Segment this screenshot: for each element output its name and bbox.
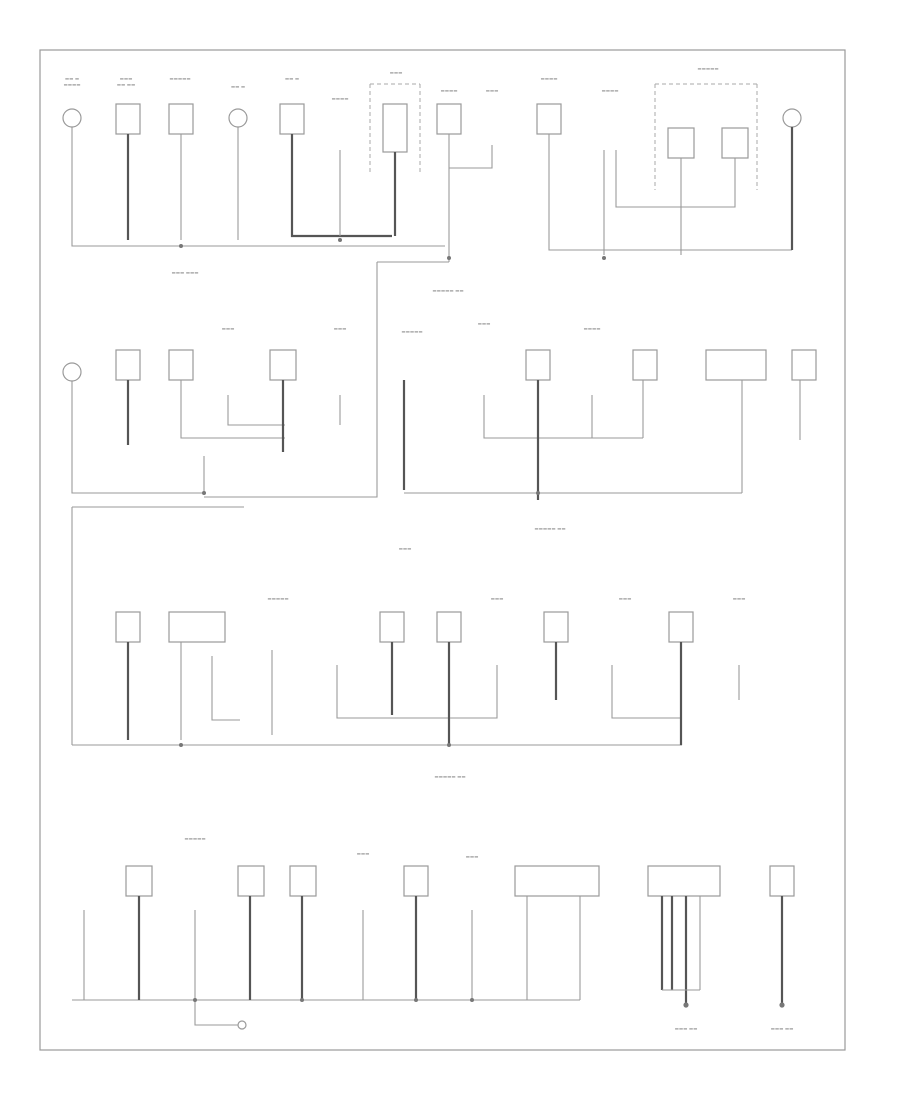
lamp-symbol [62,108,82,128]
row-1-wires: ▬▬▬ ▬▬▬ ▬▬▬▬▬ ▬▬ [71,127,794,294]
svg-text:▬▬▬: ▬▬▬ [390,71,403,76]
svg-text:▬▬▬▬: ▬▬▬▬ [440,89,457,94]
ground-junction [602,256,606,260]
svg-text:▬▬ ▬▬: ▬▬ ▬▬ [117,83,135,88]
svg-text:▬▬▬▬▬: ▬▬▬▬▬ [184,837,205,842]
svg-text:▬▬ ▬: ▬▬ ▬ [65,77,79,82]
row-3-components: ▬▬▬▬▬ ▬▬▬ ▬▬▬ ▬▬▬ [71,506,746,745]
component-box [436,103,462,135]
ground-junction [447,256,451,260]
svg-text:▬▬ ▬: ▬▬ ▬ [231,85,245,90]
component-box [543,611,569,643]
component-box [115,349,141,381]
component-box [379,611,405,643]
component-box [269,349,297,381]
component-box [668,611,694,643]
component-box [514,865,600,897]
diagram-frame [39,49,846,1051]
component-box [525,349,551,381]
svg-text:▬▬ ▬: ▬▬ ▬ [285,77,299,82]
component-box [382,103,408,153]
svg-text:▬▬▬: ▬▬▬ [466,855,479,860]
svg-text:▬▬▬▬: ▬▬▬▬ [583,327,600,332]
svg-text:▬▬▬▬▬: ▬▬▬▬▬ [401,330,422,335]
svg-text:▬▬▬▬▬ ▬▬: ▬▬▬▬▬ ▬▬ [534,527,565,532]
component-box [168,611,226,643]
component-box [436,611,462,643]
lamp-symbol [782,108,802,128]
component-box [791,349,817,381]
component-box [647,865,721,897]
component-box [536,103,562,135]
svg-text:▬▬▬: ▬▬▬ [478,322,491,327]
svg-text:▬▬▬▬: ▬▬▬▬ [601,89,618,94]
component-box [125,865,153,897]
svg-text:▬▬▬: ▬▬▬ [399,547,412,552]
lamp-symbol [62,362,82,382]
row-4-wires: ▬▬▬ ▬▬ ▬▬▬ ▬▬ [72,896,793,1032]
svg-text:▬▬▬ ▬▬: ▬▬▬ ▬▬ [675,1027,698,1032]
component-box [237,865,265,897]
component-box [705,349,767,381]
component-box [115,611,141,643]
component-box [667,127,695,159]
lamp-symbol [228,108,248,128]
svg-text:▬▬▬▬▬: ▬▬▬▬▬ [169,77,190,82]
row-1-components: ▬▬ ▬▬▬▬▬ ▬▬▬▬▬ ▬▬ ▬▬▬▬▬ ▬▬ ▬ ▬▬ ▬ ▬▬▬▬ ▬… [62,67,802,190]
component-box [721,127,749,159]
component-box [115,103,141,135]
ground-symbol [237,1020,247,1030]
ground-junction [447,743,451,747]
ground-junction [414,998,418,1002]
component-box [632,349,658,381]
ground-junction [470,998,474,1002]
svg-text:▬▬▬▬: ▬▬▬▬ [331,97,348,102]
svg-text:▬▬▬▬: ▬▬▬▬ [540,77,557,82]
svg-text:▬▬▬▬▬: ▬▬▬▬▬ [267,597,288,602]
svg-text:▬▬▬▬: ▬▬▬▬ [63,83,80,88]
ground-point [683,1002,689,1008]
component-box [403,865,429,897]
svg-text:▬▬▬: ▬▬▬ [619,597,632,602]
ground-junction [179,743,183,747]
ground-junction [338,238,342,242]
svg-text:▬▬▬: ▬▬▬ [334,327,347,332]
svg-text:▬▬▬▬▬ ▬▬: ▬▬▬▬▬ ▬▬ [432,289,463,294]
svg-text:▬▬▬: ▬▬▬ [486,89,499,94]
svg-text:▬▬▬▬▬: ▬▬▬▬▬ [697,67,718,72]
svg-text:▬▬▬: ▬▬▬ [222,327,235,332]
svg-text:▬▬▬: ▬▬▬ [357,852,370,857]
row-4-components: ▬▬▬▬▬ ▬▬▬ ▬▬▬ [125,837,795,897]
ground-junction [202,491,206,495]
svg-text:▬▬▬: ▬▬▬ [491,597,504,602]
component-box [168,349,194,381]
ground-junction [300,998,304,1002]
ground-junction [193,998,197,1002]
row-2-components: ▬▬▬ ▬▬▬ ▬▬▬▬▬ ▬▬▬ ▬▬▬▬ [62,322,817,382]
row-3-wires: ▬▬▬▬▬ ▬▬ [72,642,740,780]
component-box [289,865,317,897]
svg-text:▬▬▬ ▬▬: ▬▬▬ ▬▬ [771,1027,794,1032]
row-2-wires: ▬▬▬▬▬ ▬▬ ▬▬▬ [71,262,801,552]
ground-junction [179,244,183,248]
component-box [279,103,305,135]
component-box [769,865,795,897]
component-box [168,103,194,135]
svg-text:▬▬▬: ▬▬▬ [733,597,746,602]
ground-point [779,1002,785,1008]
svg-text:▬▬▬▬▬ ▬▬: ▬▬▬▬▬ ▬▬ [434,775,465,780]
ground-junction [536,491,540,495]
svg-text:▬▬▬ ▬▬▬: ▬▬▬ ▬▬▬ [172,271,199,276]
svg-text:▬▬▬: ▬▬▬ [120,77,133,82]
